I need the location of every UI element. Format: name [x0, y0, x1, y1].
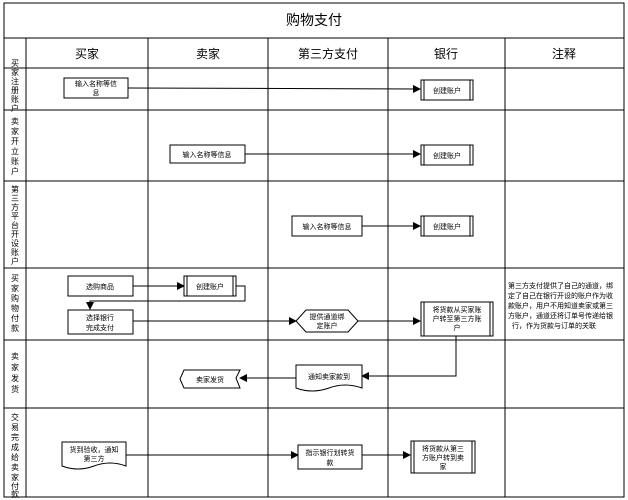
grid [3, 2, 625, 498]
arrow-bank-to-notify [361, 336, 457, 380]
row-header-third-party-open: 第三方平台开设账户 [11, 184, 19, 266]
connectors [86, 84, 457, 459]
svg-text:输入名称等信息: 输入名称等信息 [75, 79, 117, 97]
note-text: 第三方支付提供了自己的通道，绑 定了自己在银行开设的账户作为收 款账户，用户不用… [508, 281, 615, 330]
column-header-notes: 注释 [552, 46, 576, 61]
page-title: 购物支付 [286, 13, 342, 29]
svg-text:输入名称等信息: 输入名称等信息 [183, 150, 232, 159]
node-r3-bank-create-account: 创建账户 [420, 215, 474, 237]
node-r4-third-party-bind: 提供通道绑定账户 [295, 309, 359, 333]
row-header-seller-ship: 卖家发货 [11, 352, 19, 394]
svg-text:提供通道绑定账户: 提供通道绑定账户 [310, 312, 345, 330]
svg-text:创建账户: 创建账户 [433, 86, 461, 95]
row-header-complete-pay: 交易完成给卖家付款 [11, 412, 19, 499]
node-r6-instruct-bank: 指示银行划转货款 [297, 444, 363, 470]
node-r1-bank-create-account: 创建账户 [420, 79, 474, 101]
node-r5-seller-ship: 卖家发货 [179, 369, 241, 389]
node-r3-input: 输入名称等信息 [291, 215, 363, 237]
svg-text:通知卖家款到: 通知卖家款到 [308, 372, 350, 381]
svg-text:选购商品: 选购商品 [86, 282, 114, 291]
node-r4-bank-transfer: 将货款从买家账户转至第三方账户 [420, 301, 494, 337]
svg-text:创建账户: 创建账户 [433, 222, 461, 231]
svg-text:输入名称等信息: 输入名称等信息 [303, 222, 352, 231]
column-header-seller: 卖家 [196, 46, 220, 61]
node-r1-input: 输入名称等信息 [63, 77, 129, 99]
node-r4-choose-bank-pay: 选择银行完成支付 [67, 309, 134, 335]
svg-text:选择银行完成支付: 选择银行完成支付 [86, 313, 114, 332]
svg-text:创建账户: 创建账户 [433, 151, 461, 160]
column-header-bank: 银行 [434, 47, 458, 61]
node-r2-input: 输入名称等信息 [169, 144, 246, 164]
column-header-third-party: 第三方支付 [298, 46, 358, 61]
row-header-seller-open: 卖家开立账户 [11, 117, 19, 176]
node-r5-notify-seller: 通知卖家款到 [295, 364, 363, 392]
svg-text:创建账户: 创建账户 [196, 282, 224, 291]
svg-text:将货款从买家账户转至第三方账户: 将货款从买家账户转至第三方账户 [433, 305, 482, 332]
svg-text:卖家发货: 卖家发货 [196, 375, 224, 384]
node-r2-bank-create-account: 创建账户 [420, 144, 474, 166]
svg-text:将货款从第三方账户转到卖家: 将货款从第三方账户转到卖家 [422, 444, 464, 471]
column-header-buyer: 买家 [75, 46, 99, 61]
arrow-r1 [127, 84, 421, 93]
row-header-buyer-purchase: 买家购物付款 [11, 274, 19, 333]
node-r6-bank-transfer: 将货款从第三方账户转到卖家 [410, 440, 476, 474]
node-r4-create-account: 创建账户 [183, 275, 237, 297]
svg-text:货到验收，通知第三方: 货到验收，通知第三方 [70, 445, 119, 463]
arrow-create-to-pay [86, 285, 246, 310]
node-r4-select-goods: 选购商品 [67, 275, 134, 297]
svg-text:指示银行划转货款: 指示银行划转货款 [306, 448, 355, 467]
node-r6-confirm-receipt: 货到验收，通知第三方 [61, 441, 127, 470]
row-header-buyer-register: 买家注册账户 [11, 59, 19, 113]
